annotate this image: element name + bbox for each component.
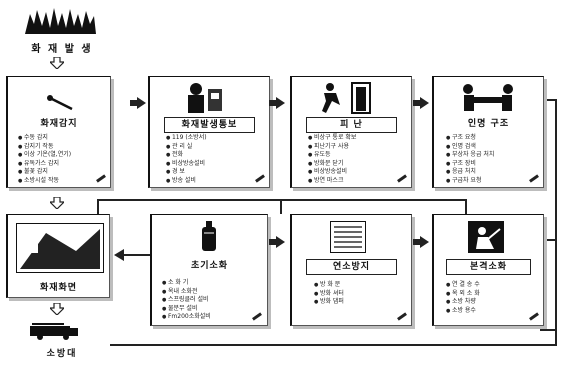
panel-detect-title: 화재감지	[8, 117, 110, 131]
panel-report-items: 119 (소방서) 관 리 실 전화 비상방송설비 경 보 방송 설비	[166, 134, 207, 185]
list-item: 수동 감지	[18, 134, 71, 143]
list-item: 전화	[166, 151, 207, 160]
list-item: 방화 셔터	[314, 290, 344, 299]
list-item: 방화 댐퍼	[314, 298, 344, 307]
panel-prevent-spread: 연소방지 방 화 문 방화 셔터 방화 댐퍼	[290, 214, 412, 326]
list-item: 소방 용수	[446, 307, 480, 316]
list-item: 구조 요청	[446, 134, 494, 143]
list-item: 비상구 통로 확보	[308, 134, 356, 143]
panel-report-title: 화재발생통보	[164, 117, 255, 133]
arrow-right-5	[420, 236, 429, 248]
panel-rescue-title: 인명 구조	[434, 117, 543, 131]
panel-detect: 화재감지 수동 감지 감지기 작동 이상 기온(열,연기) 유독가스 감지 불꽃…	[6, 76, 111, 188]
fire-screen-icon	[16, 223, 104, 277]
down-arrow-2	[50, 197, 64, 209]
panel-initial-extinguish: 초기소화 소 화 기 옥내 소화전 스프링클러 설비 물분무 설비 Fm200소…	[150, 214, 268, 326]
panel-detect-items: 수동 감지 감지기 작동 이상 기온(열,연기) 유독가스 감지 불꽃 감지 소…	[18, 134, 71, 185]
list-item: 경 보	[166, 168, 207, 177]
panel-rescue: 인명 구조 구조 요청 인명 검색 부상자 응급 처치 구조 장비 응급 처치 …	[432, 76, 544, 188]
list-item: 불꽃 감지	[18, 168, 71, 177]
pencil-icon	[529, 174, 539, 182]
panel-evacuation-title: 피 난	[306, 117, 397, 133]
list-item: 연 결 송 수	[446, 281, 480, 290]
list-item: 감지기 작동	[18, 143, 71, 152]
panel-evacuation-items: 비상구 통로 확보 피난기구 사용 유도등 방화문 닫기 비상방송설비 방연 마…	[308, 134, 356, 185]
rescue-icon	[460, 83, 516, 117]
pencil-icon	[397, 174, 407, 182]
arrow-right-4	[276, 236, 285, 248]
list-item: 방송 설비	[166, 177, 207, 186]
panel-evacuation: 피 난 비상구 통로 확보 피난기구 사용 유도등 방화문 닫기 비상방송설비 …	[290, 76, 412, 188]
list-item: 유독가스 감지	[18, 160, 71, 169]
list-item: 스프링클러 설비	[162, 296, 211, 305]
panel-initial-extinguish-items: 소 화 기 옥내 소화전 스프링클러 설비 물분무 설비 Fm200소화설비	[162, 279, 211, 322]
pencil-icon	[255, 174, 265, 182]
firefighter-icon	[468, 221, 504, 257]
panel-full-extinguish-items: 연 결 송 수 옥 외 소 화 소방 차량 소방 용수	[446, 281, 480, 315]
down-arrow-3	[50, 303, 64, 315]
start-label: 화 재 발 생	[18, 40, 106, 55]
list-item: 응급 처치	[446, 168, 494, 177]
panel-prevent-spread-items: 방 화 문 방화 셔터 방화 댐퍼	[314, 281, 344, 307]
list-item: 비상방송설비	[166, 160, 207, 169]
panel-full-extinguish-title: 본격소화	[446, 259, 531, 275]
arrow-right-3	[420, 97, 429, 109]
list-item: 옥 외 소 화	[446, 290, 480, 299]
arrow-right-2	[276, 97, 285, 109]
list-item: 비상방송설비	[308, 168, 356, 177]
extinguisher-icon	[200, 221, 218, 255]
list-item: 119 (소방서)	[166, 134, 207, 143]
list-item: 구조 장비	[446, 160, 494, 169]
pencil-icon	[397, 312, 407, 320]
list-item: 물분무 설비	[162, 305, 211, 314]
phone-person-icon	[186, 81, 224, 119]
list-item: 방 화 문	[314, 281, 344, 290]
panel-report: 화재발생통보 119 (소방서) 관 리 실 전화 비상방송설비 경 보 방송 …	[148, 76, 270, 188]
arrow-right-1	[137, 97, 146, 109]
list-item: 부상자 응급 처치	[446, 151, 494, 160]
list-item: 구급차 요청	[446, 177, 494, 186]
panel-rescue-items: 구조 요청 인명 검색 부상자 응급 처치 구조 장비 응급 처치 구급차 요청	[446, 134, 494, 185]
list-item: 피난기구 사용	[308, 143, 356, 152]
list-item: 옥내 소화전	[162, 288, 211, 297]
match-icon	[46, 93, 76, 117]
panel-prevent-spread-title: 연소방지	[306, 259, 397, 275]
list-item: 소방시설 작동	[18, 177, 71, 186]
list-item: 방연 마스크	[308, 177, 356, 186]
flame-graphic	[20, 6, 100, 36]
list-item: Fm200소화설비	[162, 313, 211, 322]
pencil-icon	[252, 312, 262, 320]
down-arrow-1	[50, 57, 64, 69]
panel-fire-screen: 화재화면	[6, 214, 110, 298]
list-item: 이상 기온(열,연기)	[18, 151, 71, 160]
fire-truck-icon	[30, 322, 80, 344]
pencil-icon	[529, 312, 539, 320]
list-item: 유도등	[308, 151, 356, 160]
panel-fire-screen-title: 화재화면	[8, 281, 109, 295]
shutter-icon	[330, 221, 366, 257]
last-label: 소방대	[18, 346, 106, 359]
panel-initial-extinguish-title: 초기소화	[152, 259, 267, 273]
pencil-icon	[96, 174, 106, 182]
list-item: 소 화 기	[162, 279, 211, 288]
list-item: 관 리 실	[166, 143, 207, 152]
panel-full-extinguish: 본격소화 연 결 송 수 옥 외 소 화 소방 차량 소방 용수	[432, 214, 544, 326]
list-item: 인명 검색	[446, 143, 494, 152]
list-item: 방화문 닫기	[308, 160, 356, 169]
arrow-to-fire-panel	[114, 249, 124, 261]
evacuate-icon	[316, 81, 376, 119]
list-item: 소방 차량	[446, 298, 480, 307]
